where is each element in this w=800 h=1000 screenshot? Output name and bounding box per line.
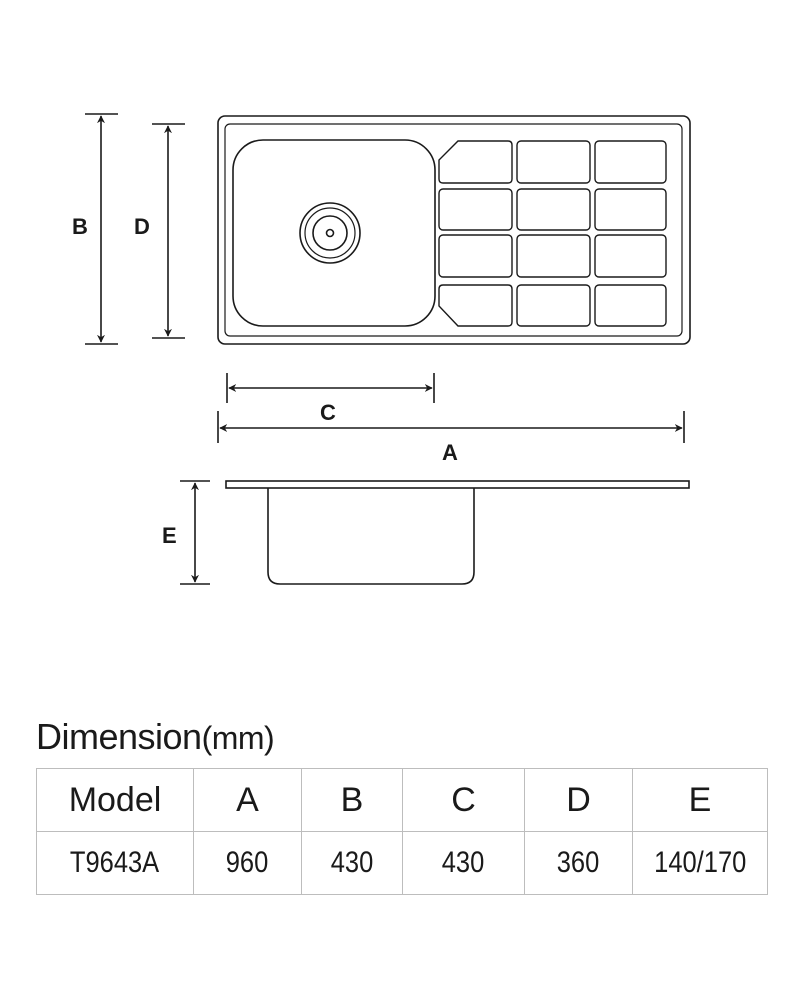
drainboard-cell [516,234,591,278]
dimension-title: Dimension(mm) [36,716,275,758]
cell-b: 430 [301,831,403,895]
drainboard-cell [438,188,513,231]
cell-a: 960 [193,831,302,895]
sink-technical-drawing: B D C A E [72,113,691,585]
table-row: T9643A 960 430 430 360 140/170 [36,831,768,895]
dimension-c [226,373,435,403]
drainboard-cell [594,234,667,278]
cell-c: 430 [402,831,525,895]
drainboard-cell [438,140,513,184]
sink-inner-rim [224,123,683,337]
drainboard-grid [438,140,667,327]
dimension-unit: (mm) [201,720,275,756]
table-header-row: Model A B C D E [36,768,768,832]
drainboard-cell [516,188,591,231]
dimension-table: Model A B C D E T9643A 960 430 430 360 1… [36,768,768,895]
dimension-d [152,123,185,339]
label-e: E [162,523,177,548]
cell-e: 140/170 [632,831,768,895]
sink-side-view [225,480,690,585]
header-d: D [524,768,633,832]
header-model: Model [36,768,194,832]
label-c: C [320,400,336,425]
side-bowl [267,488,475,585]
dimension-title-text: Dimension [36,716,202,757]
header-a: A [193,768,302,832]
label-d: D [134,214,150,239]
drainboard-cell [594,188,667,231]
side-rim [225,480,690,489]
sink-top-view [217,115,691,345]
sink-outer-rim [217,115,691,345]
cell-model: T9643A [36,831,194,895]
drainboard-cell [438,284,513,327]
sink-bowl [232,139,436,327]
drainboard-cell [594,284,667,327]
drainboard-cell [516,284,591,327]
drain-hole [299,202,361,264]
header-b: B [301,768,403,832]
drainboard-cell [438,234,513,278]
drainboard-cell [516,140,591,184]
header-e: E [632,768,768,832]
dimension-e [180,480,210,585]
label-a: A [442,440,458,465]
dimension-b [85,113,118,345]
header-c: C [402,768,525,832]
label-b: B [72,214,88,239]
drainboard-cell [594,140,667,184]
cell-d: 360 [524,831,633,895]
dimension-a [217,411,685,443]
